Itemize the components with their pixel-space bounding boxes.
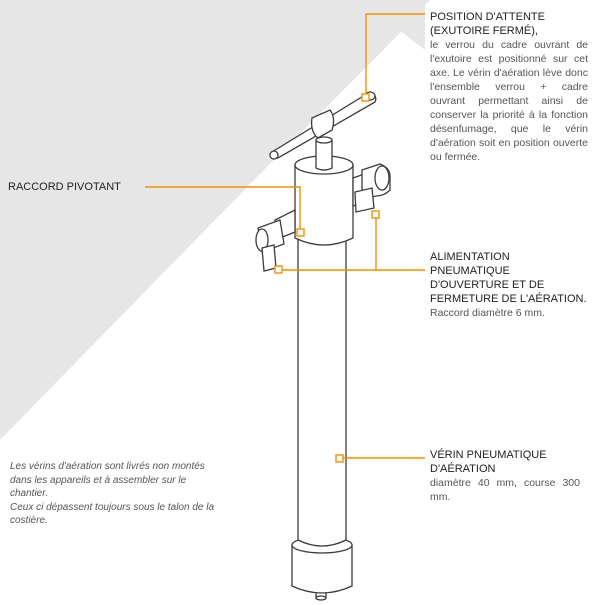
attente-description: le verrou du cadre ouvrant de l'exutoire… — [430, 39, 588, 163]
verin-description: diamètre 40 mm, course 300 mm. — [430, 477, 580, 503]
note-line5: costière. — [10, 515, 48, 526]
alimentation-title-line3: D'OUVERTURE ET DE — [430, 279, 545, 291]
note-line1: Les vérins d'aération sont livrés non mo… — [10, 461, 205, 472]
note-line2: dans les appareils et à assembler sur le — [10, 474, 187, 486]
label-position-attente: POSITION D'ATTENTE (EXUTOIRE FERMÉ), le … — [430, 10, 588, 164]
leader-lines — [145, 13, 425, 459]
assembly-note: Les vérins d'aération sont livrés non mo… — [10, 460, 230, 528]
verin-title-line1: VÉRIN PNEUMATIQUE — [430, 449, 547, 461]
alimentation-title: ALIMENTATION PNEUMATIQUE D'OUVERTURE ET … — [430, 250, 590, 306]
alimentation-description: Raccord diamètre 6 mm. — [430, 307, 545, 319]
pneumatic-cylinder-drawing — [255, 91, 391, 601]
label-alimentation-pneumatique: ALIMENTATION PNEUMATIQUE D'OUVERTURE ET … — [430, 250, 590, 320]
label-raccord-pivotant: RACCORD PIVOTANT — [8, 180, 148, 194]
anchor-markers — [274, 93, 380, 463]
verin-title-line2: D'AÉRATION — [430, 463, 496, 475]
raccord-title: RACCORD PIVOTANT — [8, 181, 121, 193]
alimentation-title-line2: PNEUMATIQUE — [430, 265, 510, 277]
note-line3: chantier. — [10, 488, 48, 499]
attente-title-line1: POSITION D'ATTENTE — [430, 11, 545, 23]
note-line4: Ceux ci dépassent toujours sous le talon… — [10, 501, 215, 513]
label-verin-pneumatique: VÉRIN PNEUMATIQUE D'AÉRATION diamètre 40… — [430, 448, 580, 504]
verin-title: VÉRIN PNEUMATIQUE D'AÉRATION — [430, 448, 580, 476]
alimentation-title-line4: FERMETURE DE L'AÉRATION. — [430, 293, 587, 305]
attente-title: POSITION D'ATTENTE (EXUTOIRE FERMÉ), — [430, 10, 588, 38]
attente-title-line2: (EXUTOIRE FERMÉ), — [430, 25, 538, 37]
alimentation-title-line1: ALIMENTATION — [430, 251, 510, 263]
